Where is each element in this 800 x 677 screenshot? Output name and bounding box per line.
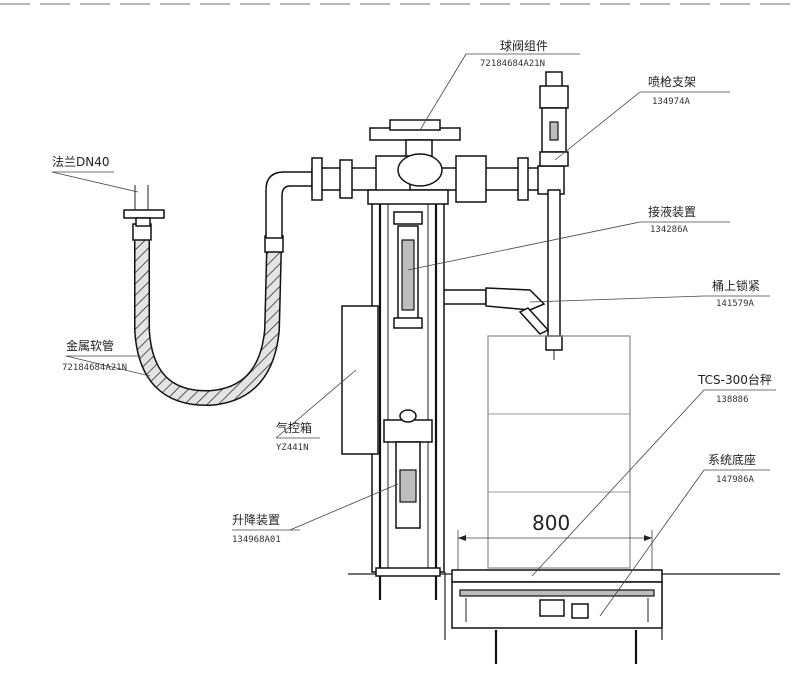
ball-valve-name: 球阀组件 (500, 39, 548, 53)
leader-lines (51, 53, 776, 617)
base-code: 147986A (716, 475, 755, 485)
nozzle-bracket-name: 喷枪支架 (648, 74, 696, 89)
lift-code: 134968A01 (232, 535, 281, 545)
upper-clamp-code: 141579A (716, 299, 755, 309)
lifting-column (367, 189, 449, 600)
callout-flange: 法兰DN40 (52, 155, 110, 169)
flange-dn40 (123, 185, 165, 227)
control-box-name: 气控箱 (276, 420, 312, 435)
ball-valve-code: 72184684A21N (480, 59, 545, 69)
drip-tray-device (439, 287, 550, 335)
scale-name: TCS-300台秤 (697, 372, 772, 387)
callout-base: 系统底座 147986A (708, 452, 756, 485)
ball-valve-assembly (369, 119, 461, 187)
upper-clamp-name: 桶上锁紧 (712, 278, 760, 293)
callout-upper-clamp: 桶上锁紧 141579A (712, 278, 760, 309)
lift-name: 升降装置 (232, 513, 280, 527)
flange-name: 法兰DN40 (52, 155, 110, 169)
callout-scale: TCS-300台秤 138886 (697, 372, 772, 405)
drip-tray-code: 134286A (650, 225, 689, 235)
callout-nozzle-bracket: 喷枪支架 134974A (648, 74, 696, 107)
nozzle-bracket (539, 71, 569, 360)
metal-hose-name: 金属软管 (66, 338, 114, 353)
callout-control-box: 气控箱 YZ441N (276, 420, 312, 453)
metal-hose (132, 171, 321, 407)
pneumatic-control-box (341, 305, 379, 455)
system-base (451, 569, 663, 664)
nozzle-bracket-code: 134974A (652, 97, 691, 107)
callout-drip-tray: 接液装置 134286A (648, 204, 696, 235)
callout-metal-hose: 金属软管 72184684A21N (62, 338, 127, 373)
callout-lift: 升降装置 134968A01 (232, 513, 281, 545)
drip-tray-name: 接液装置 (648, 204, 696, 219)
dimension-label: 800 (532, 511, 570, 535)
callout-ball-valve: 球阀组件 72184684A21N (480, 39, 548, 69)
base-name: 系统底座 (708, 452, 756, 467)
drum-outline (487, 335, 631, 569)
metal-hose-code: 72184684A21N (62, 363, 127, 373)
width-dimension: 800 (457, 511, 653, 572)
control-box-code: YZ441N (276, 443, 309, 453)
scale-code: 138886 (716, 395, 749, 405)
